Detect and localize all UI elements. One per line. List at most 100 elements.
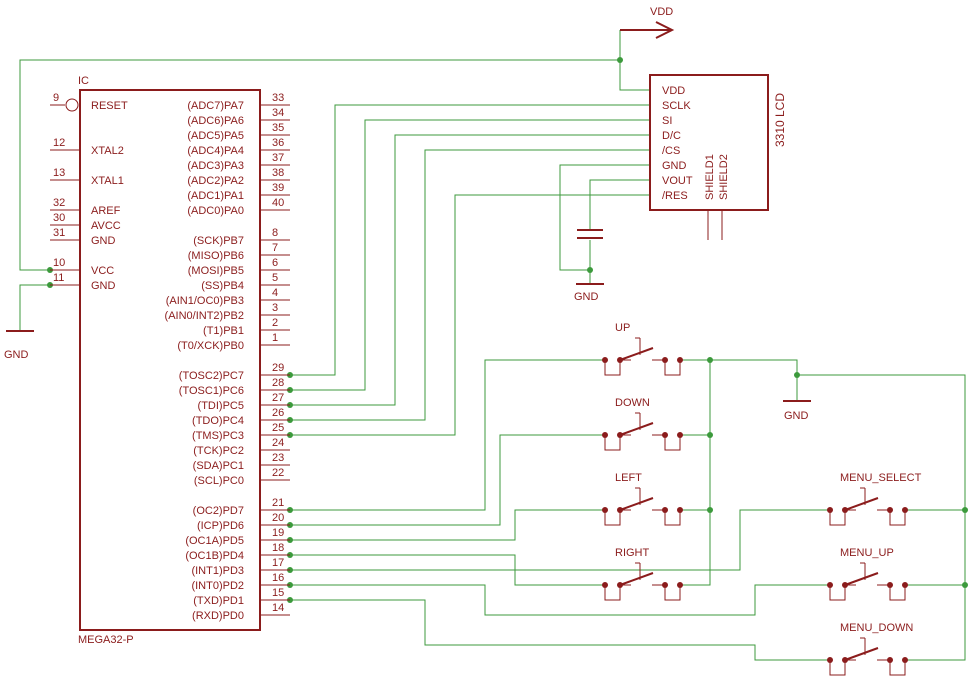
switch-label: UP xyxy=(615,322,630,334)
mcu-pin-number: 24 xyxy=(272,437,284,449)
lcd-pin-name: SCLK xyxy=(662,100,691,112)
lcd-pin-name: /RES xyxy=(662,190,688,202)
mcu-pin-number: 30 xyxy=(53,212,65,224)
gnd-right-label: GND xyxy=(784,410,809,422)
mcu-pin-name: (ADC4)PA4 xyxy=(187,145,244,157)
reset-inversion-circle xyxy=(65,98,79,112)
switch-pad xyxy=(842,582,848,588)
mcu-pin-name: (AIN1/OC0)PB3 xyxy=(166,295,244,307)
mcu-pin-name: (INT1)PD3 xyxy=(191,565,244,577)
net-gnd-mcu xyxy=(19,284,50,330)
mcu-pin-name: (TMS)PC3 xyxy=(192,430,244,442)
mcu-pin-name: (ADC1)PA1 xyxy=(187,190,244,202)
lcd-body xyxy=(649,74,769,211)
mcu-pin-name: (TOSC2)PC7 xyxy=(179,370,244,382)
capacitor-symbol xyxy=(577,229,603,239)
mcu-pin-number: 5 xyxy=(272,272,278,284)
mcu-pin-name: RESET xyxy=(91,100,128,112)
mcu-pin-number: 25 xyxy=(272,422,284,434)
mcu-pin-number: 27 xyxy=(272,392,284,404)
mcu-pin-name: (OC1A)PD5 xyxy=(185,535,244,547)
mcu-pin-name: (TCK)PC2 xyxy=(193,445,244,457)
mcu-value: MEGA32-P xyxy=(78,634,134,646)
switch-pad xyxy=(842,507,848,513)
switch-pad xyxy=(887,582,893,588)
mcu-pin-number: 6 xyxy=(272,257,278,269)
switch-plunger xyxy=(860,487,866,505)
mcu-ref: IC xyxy=(78,75,89,87)
switch-blade xyxy=(619,497,654,511)
switch-pad xyxy=(602,432,608,438)
switch-pad xyxy=(902,582,908,588)
net-pd6-down xyxy=(290,434,605,526)
gnd-symbol-right: GND xyxy=(783,400,811,422)
switch-pad xyxy=(617,432,623,438)
gnd-symbol-cap: GND xyxy=(574,283,604,303)
switch-pad xyxy=(842,657,848,663)
switch-label: LEFT xyxy=(615,472,642,484)
switch-plunger xyxy=(860,637,866,655)
mcu-pin-number: 40 xyxy=(272,197,284,209)
mcu-pin-number: 33 xyxy=(272,92,284,104)
switch-pad xyxy=(617,507,623,513)
switch-plunger xyxy=(635,337,641,355)
mcu-pin-name: (ADC0)PA0 xyxy=(187,205,244,217)
switch-up: UP xyxy=(602,322,683,376)
vdd-label: VDD xyxy=(650,6,673,18)
switch-terminal-right xyxy=(664,585,681,601)
switch-left: LEFT xyxy=(602,472,683,526)
lcd-shield1-label: SHIELD1 xyxy=(704,154,716,200)
net-res xyxy=(290,194,650,436)
mcu-pin-number: 15 xyxy=(272,587,284,599)
mcu-pin-number: 2 xyxy=(272,317,278,329)
mcu-pin-name: AREF xyxy=(91,205,121,217)
mcu-pin-number: 13 xyxy=(53,167,65,179)
mcu-pin-number: 26 xyxy=(272,407,284,419)
switch-down: DOWN xyxy=(602,397,683,451)
switch-pad xyxy=(902,657,908,663)
switch-terminal-right xyxy=(889,585,906,601)
mcu-pin-name: (TOSC1)PC6 xyxy=(179,385,244,397)
switch-blade xyxy=(619,347,654,361)
mcu-pin-name: (ADC3)PA3 xyxy=(187,160,244,172)
switch-pad xyxy=(827,582,833,588)
switch-label: RIGHT xyxy=(615,547,650,559)
mcu-pin-name: (T1)PB1 xyxy=(203,325,244,337)
mcu-pin-number: 22 xyxy=(272,467,284,479)
mcu-pin-number: 8 xyxy=(272,227,278,239)
net-vdd xyxy=(19,30,650,271)
mcu-pin-number: 20 xyxy=(272,512,284,524)
switch-terminal-right xyxy=(664,435,681,451)
switch-blade xyxy=(844,497,879,511)
mcu-pin-number: 9 xyxy=(53,92,59,104)
mcu-pin-name: (TXD)PD1 xyxy=(193,595,244,607)
switch-pad xyxy=(902,507,908,513)
junction-dot xyxy=(794,372,800,378)
mcu-pin-name: (SCK)PB7 xyxy=(193,235,244,247)
mcu-pin-number: 28 xyxy=(272,377,284,389)
switch-blade xyxy=(619,422,654,436)
mcu-pin-name: AVCC xyxy=(91,220,121,232)
net-pd7-up xyxy=(290,359,605,511)
switch-pad xyxy=(662,357,668,363)
switch-pad xyxy=(677,432,683,438)
vdd-symbol: VDD xyxy=(620,6,675,39)
lcd-pin-name: VOUT xyxy=(662,175,693,187)
mcu-pin-name: (OC1B)PD4 xyxy=(185,550,244,562)
switch-pad xyxy=(662,582,668,588)
mcu-pin-number: 14 xyxy=(272,602,284,614)
net-switch-common-left xyxy=(680,359,966,661)
switch-menu-down: MENU_DOWN xyxy=(827,622,913,676)
net-cs xyxy=(290,149,650,421)
switch-label: MENU_UP xyxy=(840,547,894,559)
net-dc xyxy=(290,134,650,406)
switch-pad xyxy=(887,657,893,663)
vdd-arrow xyxy=(620,21,675,39)
mcu-pin-number: 19 xyxy=(272,527,284,539)
mcu-pin-number: 34 xyxy=(272,107,284,119)
mcu-pin-number: 1 xyxy=(272,332,278,344)
switch-terminal-left xyxy=(604,585,621,601)
